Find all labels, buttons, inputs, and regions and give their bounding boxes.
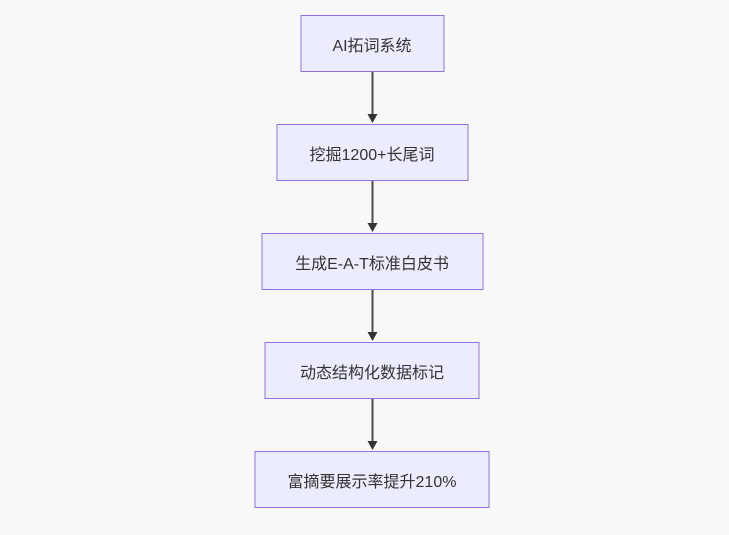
flow-connector-1 [367, 72, 377, 124]
flow-node-label: 动态结构化数据标记 [299, 364, 444, 382]
arrowhead-down-icon [367, 114, 377, 123]
arrow-line [371, 399, 373, 442]
flow-connector-4 [367, 399, 377, 451]
flow-connector-2 [367, 181, 377, 233]
flow-node-label: 富摘要展示率提升210% [287, 473, 457, 491]
arrowhead-down-icon [367, 441, 377, 450]
arrow-line [371, 72, 373, 115]
flowchart: AI拓词系统 挖掘1200+长尾词 生成E-A-T标准白皮书 动态结构化数据标记… [254, 15, 490, 508]
flow-node-rich-snippet-result: 富摘要展示率提升210% [254, 451, 490, 508]
arrow-line [371, 290, 373, 333]
flow-node-label: 生成E-A-T标准白皮书 [295, 255, 449, 273]
arrowhead-down-icon [367, 332, 377, 341]
flow-node-ai-word-system: AI拓词系统 [300, 15, 444, 72]
flow-connector-3 [367, 290, 377, 342]
arrow-line [371, 181, 373, 224]
flow-node-label: AI拓词系统 [332, 37, 412, 55]
flow-node-label: 挖掘1200+长尾词 [309, 146, 435, 164]
arrowhead-down-icon [367, 223, 377, 232]
flow-node-structured-data: 动态结构化数据标记 [264, 342, 480, 399]
flow-node-eat-whitepaper: 生成E-A-T标准白皮书 [261, 233, 483, 290]
flow-node-longtail-mining: 挖掘1200+长尾词 [276, 124, 468, 181]
